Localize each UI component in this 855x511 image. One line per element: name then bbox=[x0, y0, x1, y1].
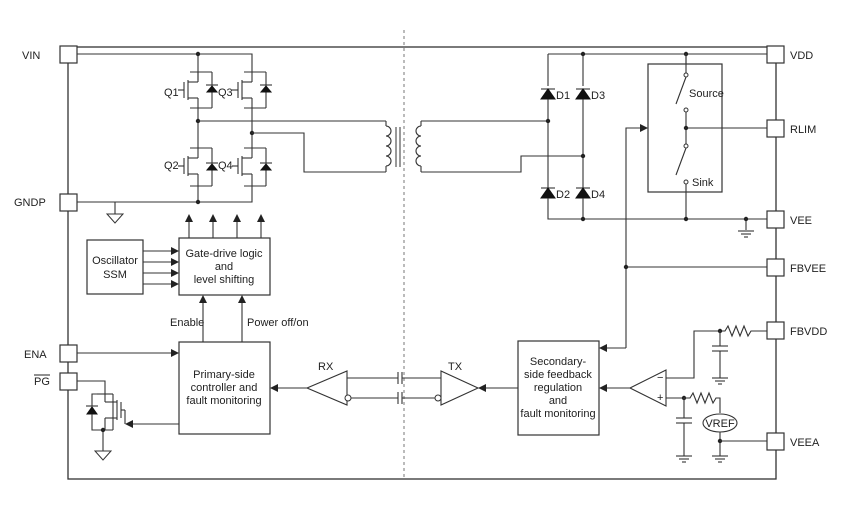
label-tx: TX bbox=[448, 361, 463, 373]
primary-line1: Primary-side bbox=[193, 369, 255, 381]
gndp-ground-icon bbox=[105, 213, 125, 224]
label-rx: RX bbox=[318, 361, 334, 373]
label-q4: Q4 bbox=[218, 160, 233, 172]
primary-line2: controller and bbox=[191, 382, 258, 394]
label-q3: Q3 bbox=[218, 87, 233, 99]
oscillator-line1: Oscillator bbox=[92, 255, 138, 267]
secondary-line1: Secondary- bbox=[530, 356, 587, 368]
vref-ground-icon bbox=[712, 455, 728, 463]
pin-vdd-label: VDD bbox=[790, 50, 813, 62]
diode-d3: D3 bbox=[575, 88, 605, 102]
pin-vin-label: VIN bbox=[22, 50, 40, 62]
vref-cap-ground-icon bbox=[676, 455, 692, 463]
source-sink-switches: Source Sink bbox=[623, 54, 767, 348]
label-d2: D2 bbox=[556, 189, 570, 201]
pin-ena: ENA bbox=[24, 344, 78, 363]
pin-ena-label: ENA bbox=[24, 349, 47, 361]
label-enable: Enable bbox=[170, 317, 204, 329]
pin-veea-label: VEEA bbox=[790, 437, 820, 449]
oscillator-line2: SSM bbox=[103, 269, 127, 281]
transformer bbox=[385, 120, 583, 173]
pin-fbvee-label: FBVEE bbox=[790, 263, 826, 275]
gate-drive-line3: level shifting bbox=[194, 274, 255, 286]
pin-veea: VEEA bbox=[766, 432, 820, 451]
pin-pg-label: PG bbox=[34, 376, 50, 388]
pin-gndp: GNDP bbox=[14, 193, 78, 212]
h-bridge: Q1 Q2 bbox=[77, 51, 386, 224]
primary-line3: fault monitoring bbox=[186, 395, 261, 407]
pin-rlim-label: RLIM bbox=[790, 124, 816, 136]
secondary-line3: regulation bbox=[534, 382, 582, 394]
pin-vee: VEE bbox=[766, 210, 812, 229]
tx-buffer: TX bbox=[402, 361, 518, 406]
transistor-q3: Q3 bbox=[218, 71, 273, 109]
transistor-q2: Q2 bbox=[164, 147, 219, 187]
vref-network: VREF bbox=[666, 391, 767, 463]
gate-drive-line2: and bbox=[215, 261, 233, 273]
opamp-minus: − bbox=[657, 372, 663, 384]
label-power-off-on: Power off/on bbox=[247, 317, 309, 329]
label-sink: Sink bbox=[692, 177, 714, 189]
pin-fbvee: FBVEE bbox=[766, 258, 826, 277]
fbvdd-ground-icon bbox=[712, 377, 728, 385]
pin-pg: PG bbox=[34, 372, 78, 391]
label-q1: Q1 bbox=[164, 87, 179, 99]
pg-output-transistor bbox=[77, 380, 179, 461]
pin-fbvdd-label: FBVDD bbox=[790, 326, 827, 338]
pg-ground-icon bbox=[93, 450, 113, 461]
oscillator-block: Oscillator SSM bbox=[86, 239, 144, 295]
primary-controller-block: Primary-side controller and fault monito… bbox=[178, 341, 271, 435]
vee-ground-icon bbox=[738, 230, 754, 238]
secondary-feedback-block: Secondary- side feedback regulation and … bbox=[517, 340, 600, 436]
label-d1: D1 bbox=[556, 90, 570, 102]
error-amplifier: − + bbox=[599, 369, 667, 407]
label-q2: Q2 bbox=[164, 160, 179, 172]
pin-rlim: RLIM bbox=[766, 119, 816, 138]
gate-drive-block: Gate-drive logic and level shifting bbox=[178, 237, 271, 296]
isolation-capacitors bbox=[397, 372, 403, 404]
label-d4: D4 bbox=[591, 189, 605, 201]
rx-buffer: RX bbox=[270, 361, 398, 406]
secondary-line5: fault monitoring bbox=[520, 408, 595, 420]
pin-vdd: VDD bbox=[766, 45, 813, 64]
gate-drive-output-arrows bbox=[185, 214, 265, 238]
secondary-line2: side feedback bbox=[524, 369, 592, 381]
label-d3: D3 bbox=[591, 90, 605, 102]
pin-vin: VIN bbox=[22, 45, 78, 64]
diode-d2: D2 bbox=[540, 187, 570, 201]
pin-fbvdd: FBVDD bbox=[766, 321, 827, 340]
rectifier-bridge: D1 D3 D2 D4 bbox=[540, 51, 767, 238]
pin-gndp-label: GNDP bbox=[14, 197, 46, 209]
gate-drive-line1: Gate-drive logic bbox=[185, 248, 263, 260]
transistor-q4: Q4 bbox=[218, 147, 273, 187]
osc-to-gate-drive-arrows bbox=[143, 247, 179, 288]
fbvdd-network bbox=[666, 324, 767, 385]
opamp-plus: + bbox=[657, 392, 663, 404]
pin-vee-label: VEE bbox=[790, 215, 812, 227]
secondary-line4: and bbox=[549, 395, 567, 407]
transistor-q1: Q1 bbox=[164, 71, 219, 109]
diode-d1: D1 bbox=[540, 88, 570, 102]
label-vref: VREF bbox=[705, 418, 735, 430]
label-source: Source bbox=[689, 88, 724, 100]
diode-d4: D4 bbox=[575, 187, 605, 201]
